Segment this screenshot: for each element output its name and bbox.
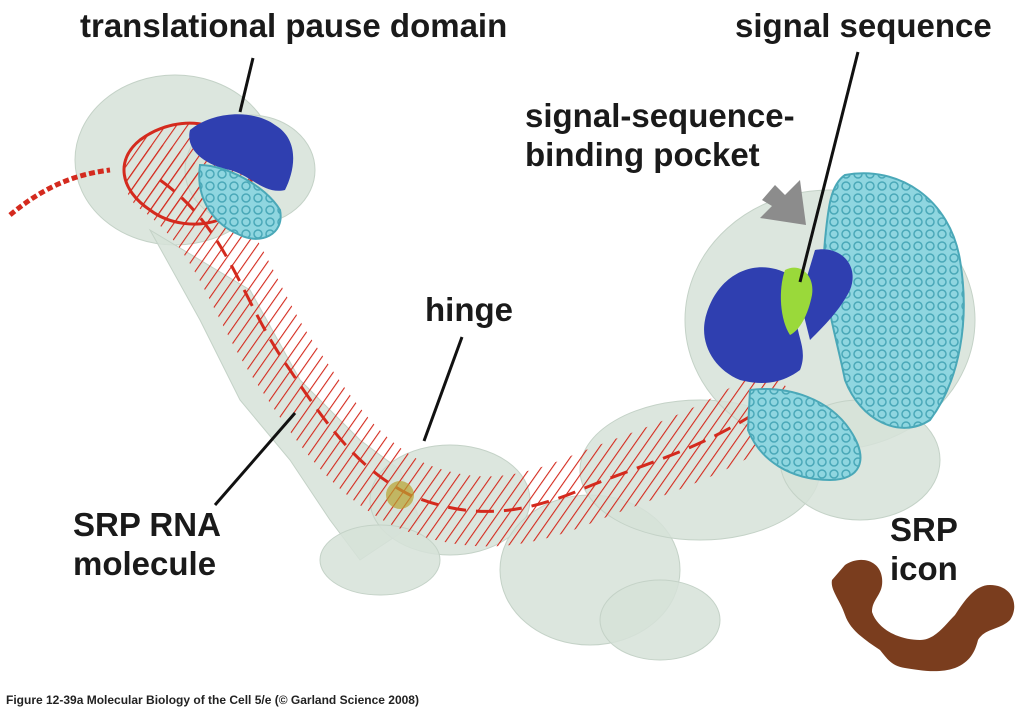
srp-icon-label-line1: SRP [890, 511, 958, 548]
translational-pause-domain-label: translational pause domain [80, 7, 508, 44]
srp-rna-label-line2: molecule [73, 545, 217, 582]
srp-rna-label: SRP RNA molecule [73, 505, 221, 583]
s-domain-proteins [704, 172, 965, 482]
figure-caption: Figure 12-39a Molecular Biology of the C… [6, 693, 419, 707]
leader-lines [213, 51, 860, 506]
binding-pocket-label-line2: binding pocket [525, 136, 760, 173]
binding-pocket-label: signal-sequence- binding pocket [525, 96, 795, 174]
pause-domain-proteins [189, 114, 294, 240]
signal-sequence-leader [798, 51, 860, 283]
srp-icon-label-line2: icon [890, 550, 958, 587]
srp-icon-label: SRP icon [890, 510, 958, 588]
hinge-label: hinge [425, 291, 513, 328]
srp-icon [831, 559, 1015, 672]
pause-domain-leader [238, 57, 255, 113]
pocket-arrow-icon [760, 180, 806, 225]
srp-rna-label-line1: SRP RNA [73, 506, 221, 543]
binding-pocket-label-line1: signal-sequence- [525, 97, 795, 134]
srp-rna-leader [213, 412, 297, 506]
signal-sequence-label: signal sequence [735, 7, 992, 44]
hinge-leader [422, 336, 464, 442]
